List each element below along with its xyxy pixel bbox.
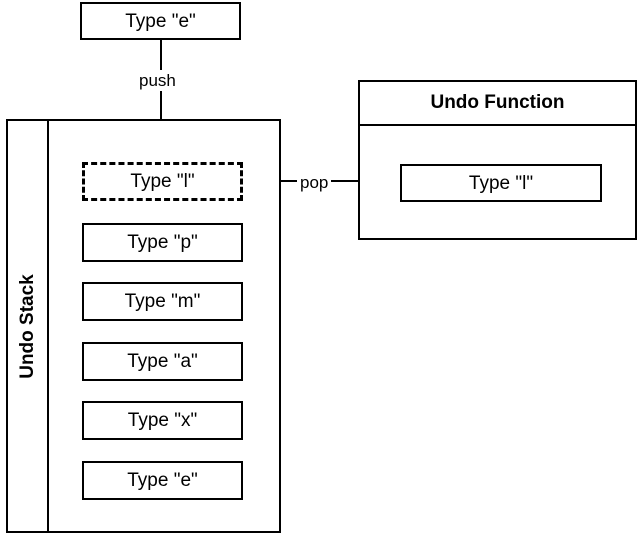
- stack-item[interactable]: Type "a": [82, 342, 243, 381]
- undo-stack-label: Undo Stack: [17, 273, 38, 379]
- stack-item[interactable]: Type "e": [82, 461, 243, 500]
- undo-function-title: Undo Function: [360, 82, 635, 126]
- pop-edge-label: pop: [297, 172, 332, 193]
- undo-function-box: Undo Function Type "l": [358, 80, 637, 240]
- stack-item[interactable]: Type "l": [82, 162, 243, 201]
- push-edge-label: push: [136, 70, 179, 91]
- stack-item[interactable]: Type "x": [82, 401, 243, 440]
- stack-item[interactable]: Type "p": [82, 223, 243, 262]
- undo-function-payload-node[interactable]: Type "l": [400, 164, 602, 202]
- undo-stack-items: Type "l" Type "p" Type "m" Type "a" Type…: [49, 121, 279, 531]
- push-source-node[interactable]: Type "e": [80, 2, 241, 40]
- undo-stack-label-cell: Undo Stack: [8, 121, 49, 531]
- stack-item[interactable]: Type "m": [82, 282, 243, 321]
- undo-stack-container: Undo Stack Type "l" Type "p" Type "m" Ty…: [6, 119, 281, 533]
